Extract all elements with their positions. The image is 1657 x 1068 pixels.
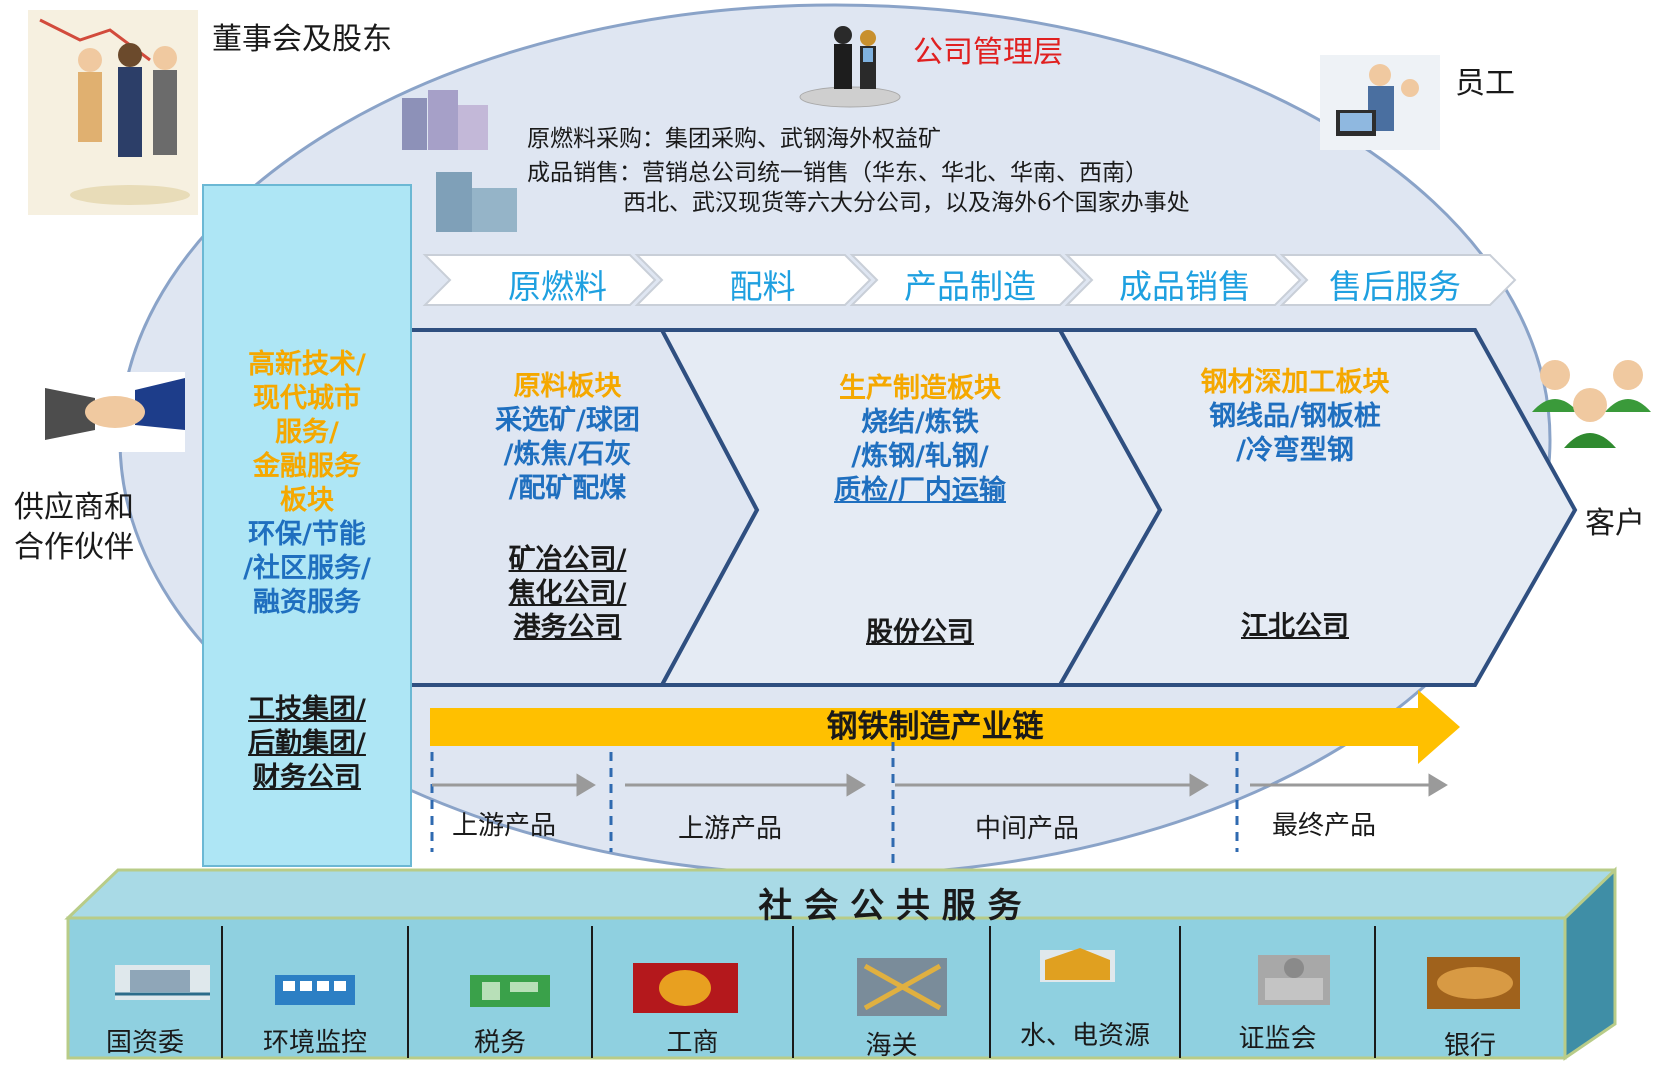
employees-label: 员工 xyxy=(1455,66,1515,101)
suppliers-label-2: 合作伙伴 xyxy=(14,530,134,565)
company-name: 焦化公司/ xyxy=(508,578,627,609)
public-service-item: 税务 xyxy=(473,1028,526,1058)
commerce-icon xyxy=(633,963,738,1013)
segment-line: /炼焦/石灰 xyxy=(503,439,632,470)
csrc-icon xyxy=(1258,955,1330,1005)
sales-line-2: 西北、武汉现货等六大分公司，以及海外6个国家办事处 xyxy=(623,190,1190,216)
company-name: 工技集团/ xyxy=(248,694,366,725)
left-panel-line: 服务/ xyxy=(275,417,339,448)
value-chain-step: 配料 xyxy=(729,267,796,306)
management-icon xyxy=(799,26,901,108)
value-chain-step: 产品制造 xyxy=(904,267,1036,306)
chain-stage: 上游产品 xyxy=(452,811,557,841)
value-chain-step: 成品销售 xyxy=(1119,267,1251,306)
chain-arrow xyxy=(430,690,1460,764)
left-panel-line: 高新技术/ xyxy=(248,349,366,380)
environment-icon xyxy=(275,975,355,1005)
left-panel-line: 现代城市 xyxy=(253,383,361,414)
left-panel-line: 融资服务 xyxy=(253,587,361,618)
segment-chevrons xyxy=(408,328,1578,687)
segment-title: 生产制造板块 xyxy=(839,373,1001,404)
board-label: 董事会及股东 xyxy=(212,22,392,57)
segment-manufacturing-companies: 股份公司 xyxy=(780,616,1060,650)
company-name: 矿冶公司/ xyxy=(508,544,627,575)
segment-deep-processing: 钢材深加工板块 钢线品/钢板桩 /冷弯型钢 xyxy=(1150,366,1440,468)
buildings-icon xyxy=(402,90,517,232)
chain-stage: 中间产品 xyxy=(975,814,1080,844)
management-label: 公司管理层 xyxy=(913,35,1063,70)
public-service-item: 海关 xyxy=(865,1031,918,1061)
public-service-item: 环境监控 xyxy=(262,1028,367,1058)
value-chain-step: 售后服务 xyxy=(1329,267,1461,306)
public-service-item: 证监会 xyxy=(1238,1024,1317,1054)
employees-icon xyxy=(1320,55,1440,150)
left-panel-line: 环保/节能 xyxy=(248,519,366,550)
segment-line: 钢线品/钢板桩 xyxy=(1209,401,1381,432)
chain-label: 钢铁制造产业链 xyxy=(826,709,1044,745)
public-service-item: 工商 xyxy=(666,1028,719,1058)
procurement-line: 原燃料采购：集团采购、武钢海外权益矿 xyxy=(527,126,941,152)
customers-label: 客户 xyxy=(1585,506,1645,541)
public-service-item: 国资委 xyxy=(105,1028,184,1058)
bank-icon xyxy=(1427,957,1520,1009)
left-panel-text: 高新技术/ 现代城市 服务/ 金融服务 板块 环保/节能 /社区服务/ 融资服务 xyxy=(203,348,411,620)
left-panel-companies: 工技集团/ 后勤集团/ 财务公司 xyxy=(203,693,411,795)
public-service-icons xyxy=(115,948,1520,1016)
customs-icon xyxy=(857,958,947,1016)
value-chain-step: 原燃料 xyxy=(508,267,607,306)
sales-line: 成品销售：营销总公司统一销售（华东、华北、华南、西南） xyxy=(527,160,1148,186)
segment-title: 原料板块 xyxy=(513,371,622,402)
company-name: 江北公司 xyxy=(1241,611,1349,642)
segment-line: /冷弯型钢 xyxy=(1236,435,1354,466)
segment-deep-processing-companies: 江北公司 xyxy=(1150,610,1440,644)
segment-raw-materials-companies: 矿冶公司/ 焦化公司/ 港务公司 xyxy=(440,543,695,645)
customers-icon xyxy=(1532,360,1651,448)
segment-raw-materials: 原料板块 采选矿/球团 /炼焦/石灰 /配矿配煤 xyxy=(440,370,695,506)
company-name: 股份公司 xyxy=(866,617,974,648)
segment-line: /炼钢/轧钢/ xyxy=(851,441,989,472)
segment-line: 质检/厂内运输 xyxy=(834,475,1006,506)
chain-stage: 上游产品 xyxy=(678,814,783,844)
suppliers-label-1: 供应商和 xyxy=(14,490,134,525)
segment-line: /配矿配煤 xyxy=(508,473,627,504)
guoziwei-icon xyxy=(115,965,210,1000)
chain-stage: 最终产品 xyxy=(1272,811,1377,841)
utilities-icon xyxy=(1040,948,1115,982)
segment-manufacturing: 生产制造板块 烧结/炼铁 /炼钢/轧钢/ 质检/厂内运输 xyxy=(780,372,1060,508)
handshake-icon xyxy=(45,372,185,452)
public-service-item: 银行 xyxy=(1443,1031,1496,1061)
public-services-title: 社 会 公 共 服 务 xyxy=(758,886,1022,926)
left-panel-line: /社区服务/ xyxy=(243,553,371,584)
left-panel-line: 金融服务 xyxy=(253,451,361,482)
left-panel xyxy=(202,184,412,867)
value-chain-ribbons xyxy=(422,254,1517,306)
segment-title: 钢材深加工板块 xyxy=(1200,367,1390,398)
tax-icon xyxy=(470,975,550,1007)
public-service-item: 水、电资源 xyxy=(1019,1021,1150,1051)
segment-line: 采选矿/球团 xyxy=(495,405,640,436)
segment-line: 烧结/炼铁 xyxy=(861,407,979,438)
company-name: 后勤集团/ xyxy=(248,728,366,759)
board-icon xyxy=(28,10,198,215)
company-name: 财务公司 xyxy=(253,762,361,793)
company-name: 港务公司 xyxy=(513,612,622,643)
left-panel-line: 板块 xyxy=(280,485,334,516)
